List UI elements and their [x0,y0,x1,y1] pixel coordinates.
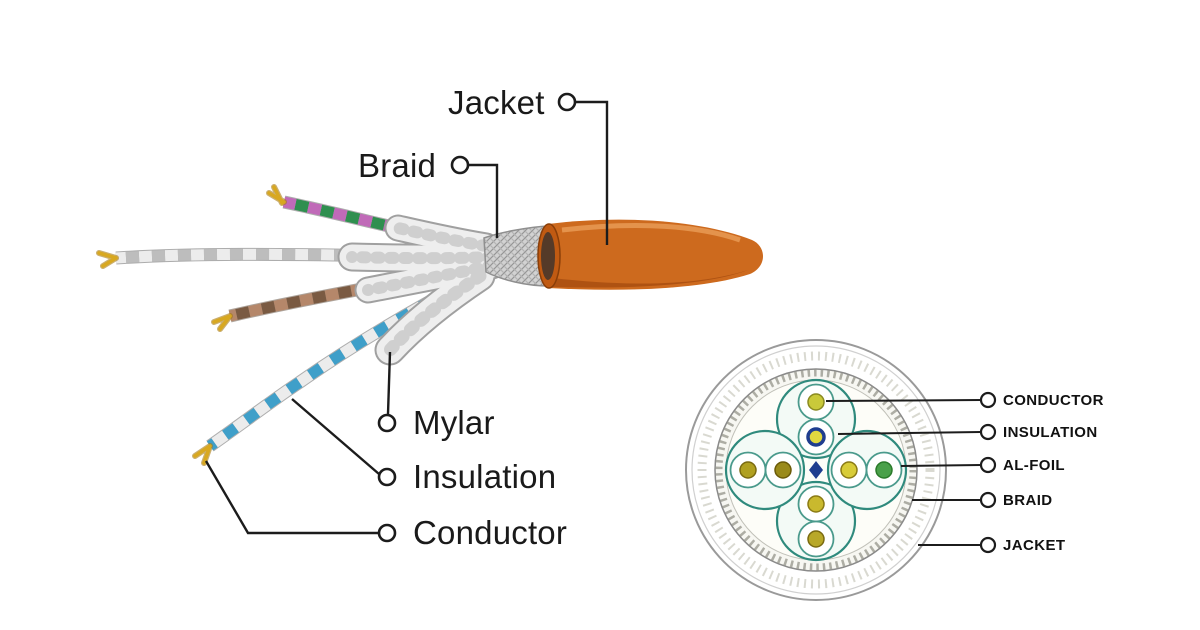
insulation-leader-line [291,398,380,475]
cs-conductors [739,393,893,548]
braid-leader-line [468,163,499,238]
cs-conductor-marker-icon [979,391,997,409]
cs-insulation-circles [729,383,903,558]
side-label-mylar: Mylar [413,404,495,441]
cs-label-insulation: INSULATION [1003,424,1098,441]
cs-label-al-foil: AL-FOIL [1003,457,1065,474]
cable-side-view [96,92,763,543]
conductor-marker-icon [377,523,397,543]
cs-conductor-green [875,461,893,479]
cs-conductor-blue [806,427,826,447]
blue-strand [206,271,481,451]
cs-conductor-leader [825,399,982,402]
jacket-highlight [561,222,741,243]
cs-alfoil-marker-icon [979,456,997,474]
cs-insulation-leader [837,431,982,435]
mylar-leader-line [386,351,392,415]
jacket-section [537,219,763,290]
mylar-marker-icon [377,413,397,433]
cs-alfoil-leader [900,464,982,467]
cable-cross-section [685,339,997,601]
jacket-leader-line [575,100,609,245]
cs-label-jacket: JACKET [1003,537,1066,554]
cs-label-braid: BRAID [1003,492,1053,509]
bare-conductor-tips [96,184,287,466]
jacket-body [548,219,763,290]
side-label-markers [377,92,577,543]
side-label-conductor: Conductor [413,514,568,551]
cs-leader-lines [825,399,982,546]
cs-jacket-texture [697,351,935,589]
side-label-insulation: Insulation [413,458,557,495]
jacket-shadow [552,270,748,288]
cs-jacket-marker-icon [979,536,997,554]
side-label-braid: Braid [358,147,437,184]
cs-insulation-marker-icon [979,423,997,441]
jacket-marker-icon [557,92,577,112]
gold-tip-strands [97,185,286,465]
cs-label-markers [979,391,997,554]
side-label-jacket: Jacket [448,84,545,121]
white-strand [115,248,491,264]
side-leader-lines [204,100,609,535]
braid-marker-icon [450,155,470,175]
cs-label-conductor: CONDUCTOR [1003,392,1104,409]
cs-center-separator [809,461,823,479]
conductor-leader-line [204,460,379,535]
jacket-cut-core [541,232,555,280]
cs-braid-texture [715,369,917,571]
insulation-marker-icon [377,467,397,487]
cs-braid-marker-icon [979,491,997,509]
mylar-sheaths [337,214,507,366]
